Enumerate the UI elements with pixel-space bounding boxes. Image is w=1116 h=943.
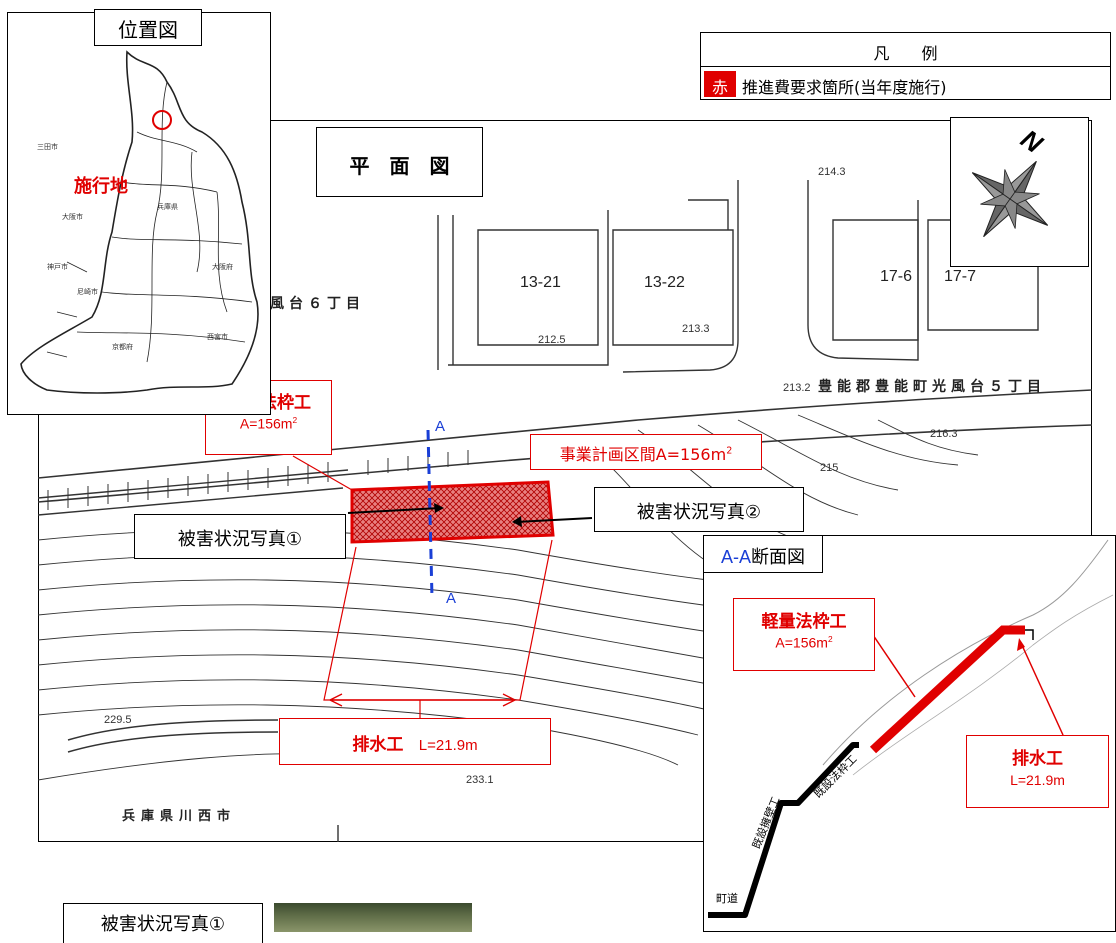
location-map-drawing xyxy=(20,50,259,394)
legend-title: 凡 例 xyxy=(873,44,938,63)
section-frame-work-area-value: A=156m xyxy=(775,634,828,651)
lot-number-13-22: 13-22 xyxy=(644,274,685,291)
photo2-arrow xyxy=(515,517,593,523)
drainage-callout: 排水工 L=21.9m xyxy=(279,718,551,765)
damage-photo-1 xyxy=(274,903,472,932)
frame-work-area xyxy=(350,480,555,544)
drainage-callout-length: L=21.9m xyxy=(418,737,478,754)
elevation-label: 216.3 xyxy=(930,428,958,440)
section-frame-work-leader xyxy=(872,634,916,698)
section-view-title-box xyxy=(703,535,823,573)
elevation-label: 214.3 xyxy=(818,166,846,178)
section-line-a-a xyxy=(426,429,434,599)
section-drainage-leader xyxy=(1020,642,1064,736)
project-section-callout-text: 事業計画区間A=156m2 xyxy=(531,441,761,465)
frame-work-callout-area-unit: 2 xyxy=(292,415,298,425)
location-map-place-label: 神戸市 xyxy=(47,263,68,271)
legend-divider xyxy=(700,66,1111,67)
location-map-place-label: 兵庫県 xyxy=(157,203,178,211)
elevation-label: 213.3 xyxy=(682,323,710,335)
photo1-callout-label: 被害状況写真① xyxy=(177,529,303,550)
section-marker-bottom: A xyxy=(446,590,457,607)
site-label: 施行地 xyxy=(74,176,128,197)
section-view-title-prefix: A-A xyxy=(720,547,751,567)
elevation-label: 233.1 xyxy=(466,774,494,786)
photo2-callout-label: 被害状況写真② xyxy=(636,502,762,523)
photo1-callout: 被害状況写真① xyxy=(134,514,346,559)
drainage-callout-name: 排水工 xyxy=(352,735,404,755)
photo2-arrowhead xyxy=(512,516,522,527)
legend-swatch xyxy=(704,71,736,97)
lot-number-17-6: 17-6 xyxy=(880,268,913,285)
drainage-callout-text: 排水工 L=21.9m xyxy=(280,730,550,755)
photo-panel-title: 被害状況写真① xyxy=(100,914,226,935)
location-map-title: 位置図 xyxy=(118,18,178,42)
plan-view-title: 平 面 図 xyxy=(349,154,450,178)
town-label-right: 豊能郡豊能町光風台５丁目 xyxy=(818,379,1046,395)
location-map-place-label: 大阪市 xyxy=(62,213,83,221)
section-frame-work-name: 軽量法枠工 xyxy=(761,612,847,632)
elevation-label: 229.5 xyxy=(104,714,132,726)
lot-number-13-21: 13-21 xyxy=(520,274,561,291)
elevation-label: 215 xyxy=(820,462,839,474)
frame-work-callout-area-value: A=156m xyxy=(239,415,293,432)
town-label-bottom: 兵庫県川西市 xyxy=(122,809,237,824)
photo1-arrowhead xyxy=(434,503,444,513)
project-section-text: 事業計画区間A=156m xyxy=(559,445,727,464)
elevation-label: 212.5 xyxy=(538,334,566,346)
section-marker-top: A xyxy=(435,418,446,435)
location-map-place-label: 三田市 xyxy=(37,143,58,151)
project-section-callout: 事業計画区間A=156m2 xyxy=(530,434,762,470)
section-drainage-name: 排水工 xyxy=(1012,749,1063,769)
frame-work-leader xyxy=(292,455,353,491)
drainage-dimension-arrow xyxy=(329,693,516,707)
drainage-outline xyxy=(323,539,553,701)
section-frame-work-callout: 軽量法枠工 A=156m2 xyxy=(733,598,875,671)
site-marker-circle xyxy=(152,110,172,130)
section-view-title-suffix: 断面図 xyxy=(751,547,805,568)
frame-work-callout-area: A=156m2 xyxy=(206,415,331,432)
location-map-title-box xyxy=(94,9,202,46)
elevation-label: 213.2 xyxy=(783,382,811,394)
project-section-unit: 2 xyxy=(726,445,733,457)
location-map-place-label: 尼崎市 xyxy=(77,288,98,296)
town-label-left: 風台６丁目 xyxy=(270,296,365,312)
section-frame-work-area-unit: 2 xyxy=(827,634,833,644)
photo1-arrow xyxy=(347,507,441,514)
location-map-frame xyxy=(7,12,271,415)
section-view-title: A-A断面図 xyxy=(703,543,823,569)
section-view-drawing xyxy=(708,539,1114,918)
north-arrow-icon xyxy=(971,160,1049,238)
lot-number-17-7: 17-7 xyxy=(944,268,977,285)
location-map-place-label: 京都府 xyxy=(112,343,133,351)
location-map-place-label: 大阪府 xyxy=(212,263,233,271)
legend-swatch-label: 赤 xyxy=(711,78,728,97)
photo2-callout: 被害状況写真② xyxy=(594,487,804,532)
location-map-place-label: 西宮市 xyxy=(207,333,228,341)
section-drainage-arrowhead xyxy=(1017,638,1025,651)
legend-text: 推進費要求箇所(当年度施行) xyxy=(742,78,947,97)
section-drainage-callout: 排水工 L=21.9m xyxy=(966,735,1109,808)
section-frame-work-area: A=156m2 xyxy=(734,634,874,651)
section-road-label: 町道 xyxy=(716,892,738,905)
plan-view-title-box xyxy=(316,127,483,197)
section-drainage-length: L=21.9m xyxy=(1010,772,1065,788)
